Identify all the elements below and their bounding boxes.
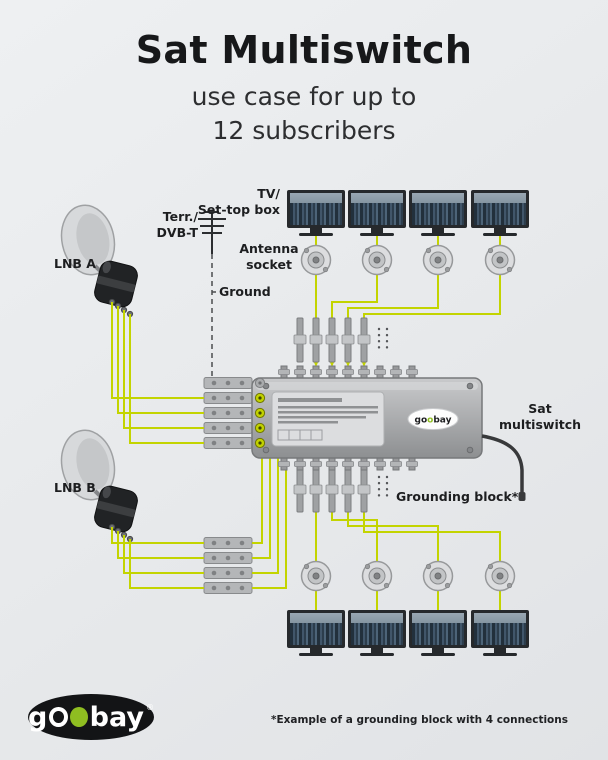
power-cable bbox=[481, 434, 524, 492]
tv-top-2 bbox=[348, 190, 406, 236]
subtitle-line-2: 12 subscribers bbox=[212, 116, 396, 145]
multiswitch-ports-top bbox=[278, 365, 418, 379]
tv-top-1 bbox=[287, 190, 345, 236]
footnote: *Example of a grounding block with 4 con… bbox=[270, 714, 568, 726]
tv-screen bbox=[348, 610, 406, 648]
tv-base bbox=[360, 233, 394, 236]
label-lnb-b: LNB B bbox=[54, 480, 96, 495]
tv-stand bbox=[432, 228, 444, 233]
tv-screen bbox=[348, 190, 406, 228]
tv-bottom-3 bbox=[409, 610, 467, 656]
label-ground: Ground bbox=[219, 284, 271, 299]
multiswitch-label-plate bbox=[271, 391, 385, 447]
subtitle-line-1: use case for up to bbox=[191, 82, 417, 111]
tv-stand bbox=[494, 228, 506, 233]
goobay-logo: g bay ® bbox=[28, 694, 154, 740]
tv-screen bbox=[471, 190, 529, 228]
tv-screen bbox=[287, 610, 345, 648]
tv-screen bbox=[409, 190, 467, 228]
tv-bottom-1 bbox=[287, 610, 345, 656]
tv-stand bbox=[371, 648, 383, 653]
tv-bottom-2 bbox=[348, 610, 406, 656]
multiswitch-ports-bottom bbox=[278, 457, 418, 471]
tv-base bbox=[483, 653, 517, 656]
multiswitch-input-ports-left bbox=[254, 377, 266, 449]
multiswitch-screws bbox=[262, 382, 474, 454]
connector-block-top bbox=[293, 317, 371, 363]
multiswitch-brand-text: goobay bbox=[415, 416, 452, 426]
continuation-dots bbox=[377, 327, 389, 503]
multiswitch-brand-logo: goobay bbox=[407, 408, 459, 430]
tv-stand bbox=[310, 228, 322, 233]
logo-registered-mark: ® bbox=[146, 703, 154, 712]
tv-stand bbox=[371, 228, 383, 233]
cables-block-to-switch bbox=[315, 356, 365, 361]
tv-base bbox=[360, 653, 394, 656]
label-lnb-a: LNB A bbox=[54, 256, 96, 271]
grounding-strips bbox=[203, 377, 253, 594]
tv-stand bbox=[494, 648, 506, 653]
logo-letter-g: g bbox=[28, 701, 48, 733]
tv-stand bbox=[310, 648, 322, 653]
tv-screen bbox=[409, 610, 467, 648]
connector-block-bottom bbox=[293, 467, 371, 513]
tv-stand bbox=[432, 648, 444, 653]
cables-socket-to-block bbox=[315, 274, 501, 322]
cables-top-tv-to-socket bbox=[315, 236, 501, 250]
tv-top-4 bbox=[471, 190, 529, 236]
cables-lnb-a bbox=[111, 302, 256, 444]
cables-lnb-b bbox=[111, 458, 287, 589]
label-antenna-socket: Antenna socket bbox=[239, 241, 299, 272]
label-sat-multiswitch: Sat multiswitch bbox=[498, 401, 582, 432]
tv-screen bbox=[471, 610, 529, 648]
tv-base bbox=[299, 233, 333, 236]
logo-o-disc-icon bbox=[69, 707, 88, 727]
tv-bottom-4 bbox=[471, 610, 529, 656]
cables-socket-to-tv-bottom bbox=[315, 590, 501, 612]
label-tv-settop: TV/ Set-top box bbox=[197, 186, 280, 217]
logo-letters-bay: bay bbox=[89, 701, 144, 733]
label-grounding-block: Grounding block* bbox=[396, 489, 519, 504]
logo-o-ring-icon bbox=[49, 707, 68, 727]
terrestrial-antenna-icon bbox=[198, 211, 226, 254]
label-terr-dvbt: Terr./ DVB-T bbox=[156, 209, 198, 240]
tv-base bbox=[483, 233, 517, 236]
ground-dashed-line bbox=[211, 254, 216, 378]
tv-base bbox=[299, 653, 333, 656]
tv-screen bbox=[287, 190, 345, 228]
antenna-sockets-bottom bbox=[300, 560, 516, 592]
antenna-sockets-top bbox=[300, 244, 516, 276]
page-title: Sat Multiswitch bbox=[135, 28, 473, 72]
cable-arrowheads bbox=[313, 360, 367, 367]
cables-switch-to-block-bottom bbox=[315, 506, 501, 562]
tv-base bbox=[421, 653, 455, 656]
multiswitch-device: goobay bbox=[251, 365, 526, 501]
tv-top-3 bbox=[409, 190, 467, 236]
tv-base bbox=[421, 233, 455, 236]
